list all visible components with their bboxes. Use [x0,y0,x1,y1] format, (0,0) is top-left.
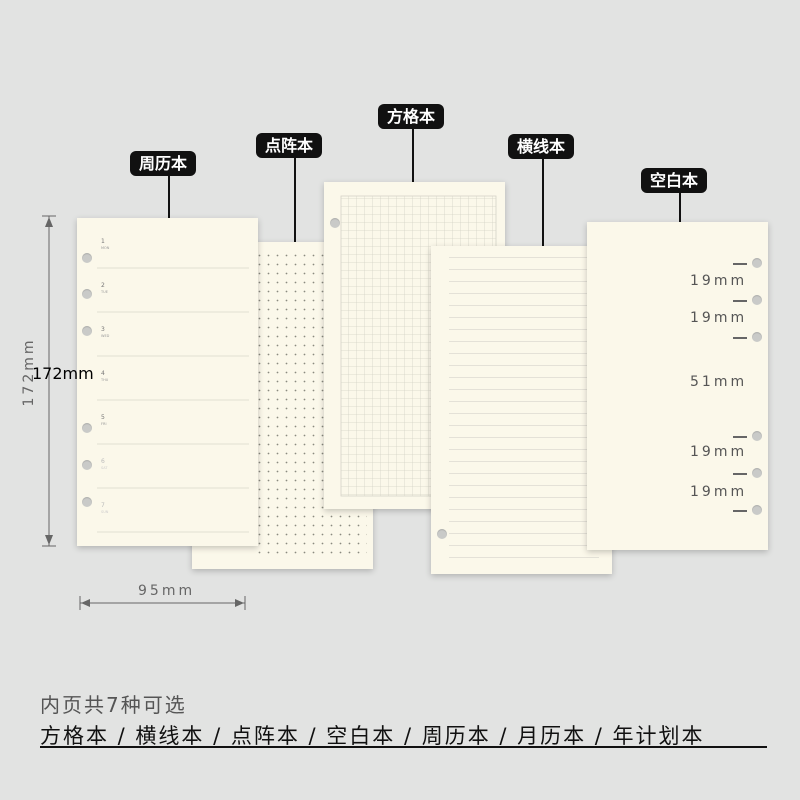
day-number: 7 [101,502,105,509]
lined-label: 横线本 [508,134,575,159]
weekly-sheet: 1 MON 2 TUE 3 WED 4 THU 5 FRI 6 SAT 7 SU… [77,218,258,546]
day-abbr: MON [101,246,110,250]
binder-hole [752,431,762,441]
binder-hole [82,497,92,507]
day-entry: 6 SAT [101,459,108,471]
blank-label: 空白本 [641,168,708,193]
spacing-tick [733,263,747,265]
spacing-label: 19mm [690,444,748,460]
day-abbr: THU [101,378,109,382]
label-stem [168,175,170,218]
dot-label: 点阵本 [256,133,323,158]
binder-hole [752,468,762,478]
subtitle: 内页共7种可选 [40,693,187,717]
day-abbr: SUN [101,510,109,514]
options-list: 方格本 / 横线本 / 点阵本 / 空白本 / 周历本 / 月历本 / 年计划本 [40,724,705,748]
spacing-label: 19mm [690,484,748,500]
day-entry: 2 TUE [101,283,108,295]
day-number: 5 [101,414,105,421]
height-label-rotated: 172mm [21,332,37,412]
day-number: 4 [101,370,105,377]
binder-hole [82,289,92,299]
day-entry: 4 THU [101,371,108,383]
height-dimension-line [42,215,56,547]
spacing-tick [733,510,747,512]
day-number: 3 [101,326,105,333]
day-abbr: TUE [101,290,108,294]
day-number: 6 [101,458,105,465]
height-text: 172mm [21,337,37,407]
weekly-rules [97,267,249,533]
binder-hole [437,529,447,539]
line-pattern [449,246,599,566]
width-dimension-line [79,596,246,610]
day-number: 2 [101,282,105,289]
day-abbr: SAT [101,466,108,470]
grid-label: 方格本 [378,104,445,129]
spacing-tick [733,300,747,302]
day-entry: 7 SUN [101,503,108,515]
binder-hole [82,253,92,263]
day-entry: 1 MON [101,239,109,251]
weekly-label: 周历本 [130,151,197,176]
day-abbr: WED [101,334,110,338]
binder-hole [752,332,762,342]
day-entry: 5 FRI [101,415,106,427]
options-underline [40,746,767,748]
binder-hole [82,326,92,336]
binder-hole [82,423,92,433]
binder-hole [752,505,762,515]
spacing-label: 19mm [690,310,748,326]
binder-hole [752,258,762,268]
lined-sheet [431,246,612,574]
width-label: 95mm [138,583,196,599]
spacing-tick [733,337,747,339]
spacing-label: 51mm [690,374,748,390]
spacing-tick [733,436,747,438]
label-stem [679,192,681,222]
blank-sheet: 19mm 19mm 51mm 19mm 19mm [587,222,768,550]
binder-hole [330,218,340,228]
label-stem [542,158,544,246]
spacing-label: 19mm [690,273,748,289]
day-number: 1 [101,238,105,245]
day-entry: 3 WED [101,327,109,339]
label-stem [412,128,414,182]
label-stem [294,157,296,242]
binder-hole [752,295,762,305]
spacing-tick [733,473,747,475]
binder-hole [82,460,92,470]
day-abbr: FRI [101,422,107,426]
